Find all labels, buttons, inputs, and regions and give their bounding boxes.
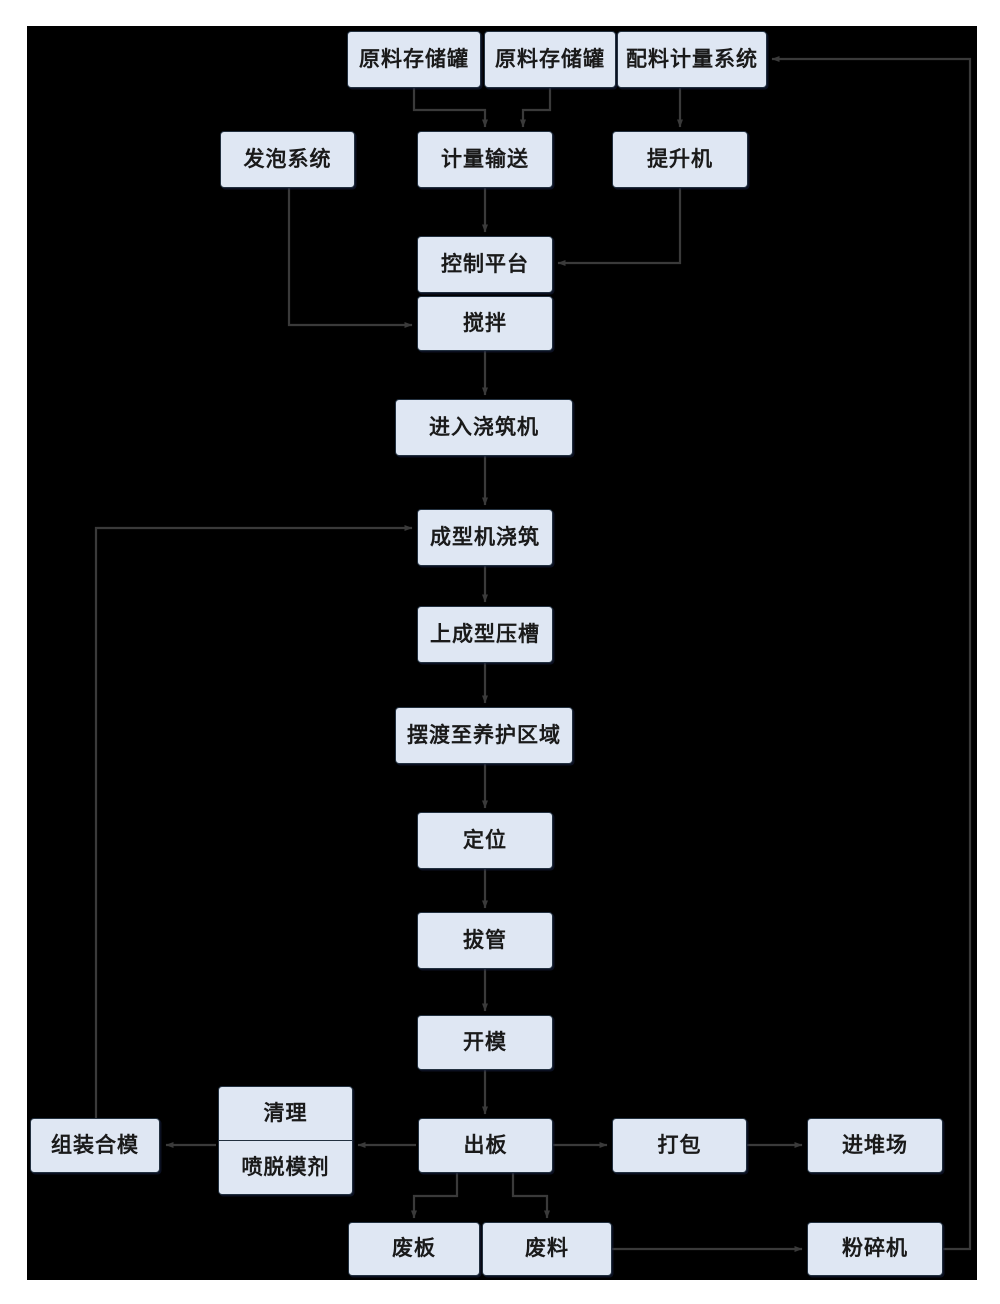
node-pull_pipe[interactable]: 拔管 — [417, 912, 553, 969]
node-elevator[interactable]: 提升机 — [612, 131, 748, 188]
node-clean_spray-line-1: 清理 — [219, 1087, 352, 1141]
node-yard[interactable]: 进堆场 — [807, 1118, 943, 1173]
node-packing[interactable]: 打包 — [612, 1118, 747, 1173]
node-foaming[interactable]: 发泡系统 — [220, 131, 355, 188]
node-demold[interactable]: 开模 — [417, 1015, 553, 1070]
node-waste_board[interactable]: 废板 — [348, 1222, 480, 1276]
node-caster_pour[interactable]: 成型机浇筑 — [417, 509, 553, 566]
node-crusher[interactable]: 粉碎机 — [807, 1222, 943, 1276]
node-assemble[interactable]: 组装合模 — [30, 1118, 160, 1173]
node-metering[interactable]: 计量输送 — [417, 131, 553, 188]
node-raw_tank_1[interactable]: 原料存储罐 — [347, 31, 481, 88]
node-clean_spray[interactable]: 清理喷脱模剂 — [218, 1086, 353, 1195]
node-positioning[interactable]: 定位 — [417, 812, 553, 869]
node-control[interactable]: 控制平台 — [417, 236, 553, 293]
node-out_board[interactable]: 出板 — [418, 1118, 553, 1173]
node-into_caster[interactable]: 进入浇筑机 — [395, 399, 573, 456]
node-waste_mat[interactable]: 废料 — [482, 1222, 612, 1276]
node-ferry_cure[interactable]: 摆渡至养护区域 — [395, 707, 573, 764]
node-press_slot[interactable]: 上成型压槽 — [417, 606, 553, 663]
node-clean_spray-line-2: 喷脱模剂 — [241, 1154, 330, 1179]
node-raw_tank_2[interactable]: 原料存储罐 — [484, 31, 616, 88]
node-mixing[interactable]: 搅拌 — [417, 296, 553, 351]
node-batching[interactable]: 配料计量系统 — [617, 31, 767, 88]
